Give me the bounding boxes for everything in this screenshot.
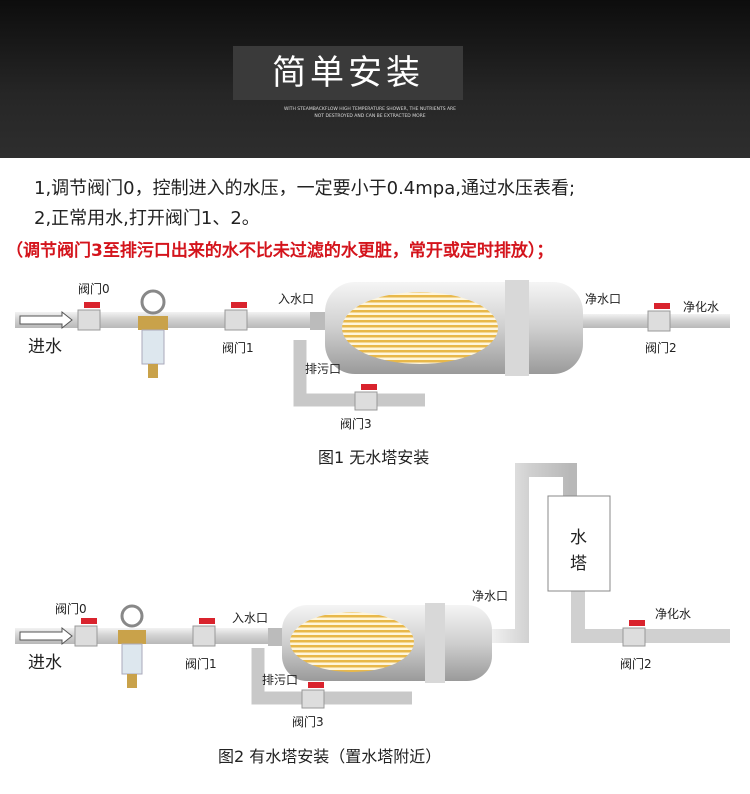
outlet-pipe [571, 590, 730, 643]
label-valve3: 阀门3 [340, 416, 372, 431]
tower-label-char: 塔 [570, 554, 587, 574]
header-subtitle: WITH STEAMBACKFLOW HIGH TEMPERATURE SHOW… [270, 106, 470, 120]
figure-1-caption: 图1 无水塔安装 [318, 448, 429, 467]
label-valve2: 阀门2 [645, 340, 677, 355]
filter-housing-1 [310, 280, 583, 376]
label-valve1: 阀门1 [185, 656, 217, 671]
label-clean-out: 净水口 [585, 292, 621, 306]
label-valve2: 阀门2 [620, 656, 652, 671]
label-valve0: 阀门0 [78, 281, 110, 296]
figure-2-caption: 图2 有水塔安装（置水塔附近） [218, 747, 441, 766]
valve-0-icon [77, 302, 101, 331]
water-tower [547, 495, 611, 592]
label-valve0: 阀门0 [55, 601, 87, 616]
filter-core [342, 292, 498, 364]
valve-3-icon [354, 384, 378, 411]
drain-pipe [293, 340, 425, 407]
label-inlet: 进水 [28, 337, 62, 357]
tower-feed-pipe [490, 463, 577, 643]
label-valve1: 阀门1 [222, 340, 254, 355]
valve-1-icon [192, 618, 216, 647]
instruction-2: 2,正常用水,打开阀门1、2。 [34, 208, 260, 229]
valve-3-icon [301, 682, 325, 709]
label-water-in: 入水口 [278, 292, 314, 306]
figure-2: 水塔 阀门0 进水 阀门1 入水口 净水口 净化水 阀门2 排污口 阀门3 图2… [15, 463, 730, 766]
subtitle-line: WITH STEAMBACKFLOW HIGH TEMPERATURE SHOW… [283, 107, 457, 112]
inlet-arrow-icon [19, 626, 73, 646]
label-inlet: 进水 [28, 653, 62, 673]
label-drain: 排污口 [305, 362, 341, 376]
label-purified: 净化水 [655, 607, 691, 621]
label-valve3: 阀门3 [292, 714, 324, 729]
valve-2-icon [622, 620, 646, 647]
instruction-note: （调节阀门3至排污口出来的水不比未过滤的水更脏，常开或定时排放）； [6, 241, 554, 261]
label-tower-line1: 水塔 [570, 528, 587, 574]
header-banner: 简单安装 WITH STEAMBACKFLOW HIGH TEMPERATURE… [0, 0, 750, 158]
instruction-1: 1,调节阀门0，控制进入的水压，一定要小于0.4mpa,通过水压表看; [34, 178, 576, 199]
inlet-arrow-icon [19, 310, 73, 330]
pressure-gauge-filter-icon [118, 604, 146, 688]
page-title: 简单安装 [233, 46, 463, 100]
label-clean-out: 净水口 [472, 589, 508, 603]
drain-pipe [251, 648, 412, 705]
valve-0-icon [74, 618, 98, 647]
pressure-gauge-filter-icon [138, 289, 168, 378]
valve-1-icon [224, 302, 248, 331]
figure-1: 阀门0 进水 阀门1 入水口 净水口 净化水 阀门2 排污口 阀门3 图1 无水… [15, 280, 730, 467]
valve-2-icon [647, 303, 671, 332]
label-drain: 排污口 [262, 673, 298, 687]
filter-housing-2 [268, 603, 492, 683]
label-purified: 净化水 [683, 300, 719, 314]
label-water-in: 入水口 [232, 611, 268, 625]
tower-label-char: 水 [570, 528, 587, 548]
subtitle-line: NOT DESTROYED AND CAN BE EXTRACTED MORE [314, 114, 426, 119]
filter-core [290, 612, 414, 672]
